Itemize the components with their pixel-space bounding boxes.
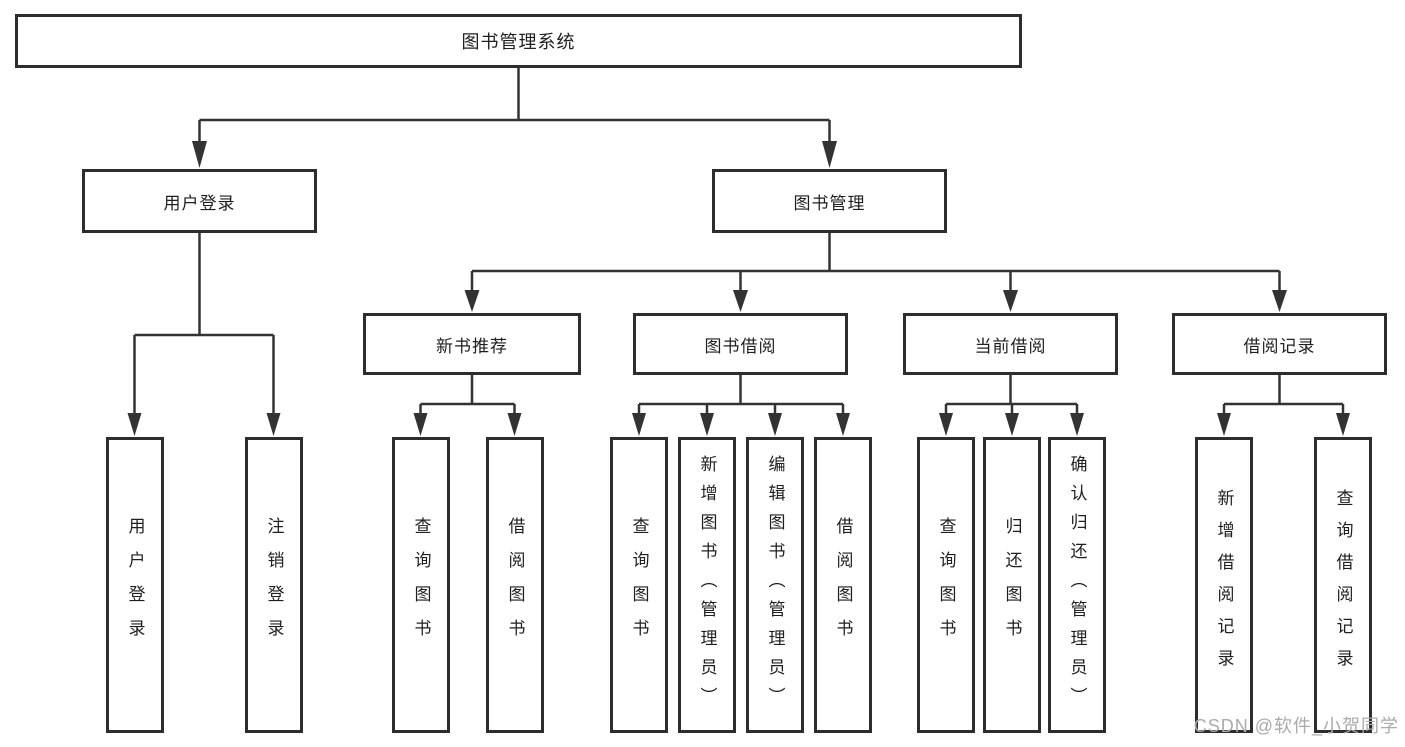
connector-root-to-level2 [198,68,831,147]
leaf-confirm-return-admin: 确认归还（管理员） [1048,437,1106,733]
leaf-current-query-book: 查询图书 [917,437,975,733]
leaf-add-book-admin: 新增图书（管理员） [678,437,736,733]
leaf-edit-book-admin: 编辑图书（管理员） [746,437,804,733]
connector-borrow-to-leaves [637,375,845,416]
node-library-system: 图书管理系统 [15,14,1022,68]
csdn-watermark: CSDN @软件_小贺同学 [1193,716,1399,736]
connector-records-to-leaves [1222,375,1345,416]
leaf-logout: 注销登录 [245,437,303,733]
leaf-recommend-borrow-book: 借阅图书 [486,437,544,733]
node-current-borrow: 当前借阅 [903,313,1118,375]
leaf-recommend-query-book: 查询图书 [392,437,450,733]
node-book-management: 图书管理 [712,169,947,233]
connector-userlogin-to-leaves [133,233,275,416]
leaf-return-book: 归还图书 [983,437,1041,733]
node-borrow-records: 借阅记录 [1172,313,1387,375]
node-book-borrow: 图书借阅 [633,313,848,375]
node-new-book-recommend: 新书推荐 [363,313,581,375]
leaf-user-login: 用户登录 [106,437,164,733]
connector-recommend-to-leaves [419,375,516,416]
leaf-borrow-query-book: 查询图书 [610,437,668,733]
connector-current-to-leaves [944,375,1079,416]
leaf-query-borrow-record: 查询借阅记录 [1314,437,1372,733]
leaf-borrow-book: 借阅图书 [814,437,872,733]
leaf-add-borrow-record: 新增借阅记录 [1195,437,1253,733]
connector-bookmgmt-to-level3 [470,233,1281,292]
node-user-login: 用户登录 [82,169,317,233]
